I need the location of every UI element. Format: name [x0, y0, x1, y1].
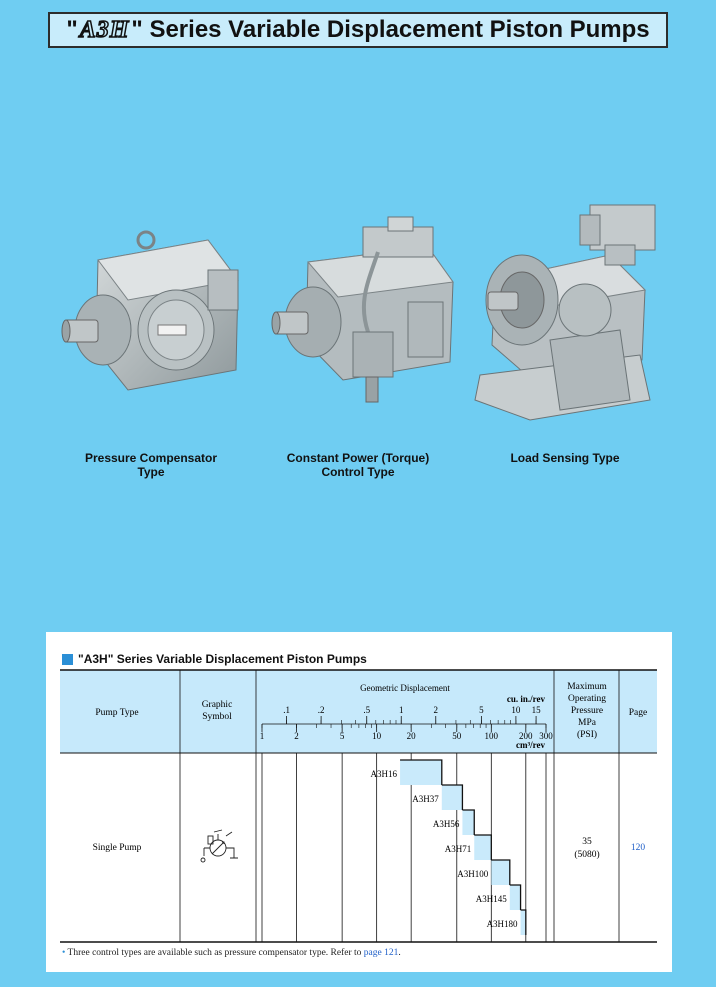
row-pump-type: Single Pump [93, 843, 142, 853]
caption-line: Pressure Compensator Type [84, 451, 218, 479]
header-graphic-symbol-1: Graphic [202, 700, 233, 710]
model-bar-edge [474, 834, 492, 860]
scale-bottom-tick-label: 300 [539, 731, 553, 741]
table-title-text: "A3H" Series Variable Displacement Pisto… [78, 652, 367, 666]
header-geometric-displacement: Geometric Displacement [360, 683, 450, 693]
scale-top-unit: cu. in./rev [507, 694, 546, 704]
model-bar-a3h16 [400, 760, 442, 785]
model-bar-edge [520, 909, 527, 935]
spec-table: Pump Type Graphic Symbol Geometric Displ… [60, 669, 657, 943]
page-title-text: Series Variable Displacement Piston Pump… [149, 16, 650, 43]
caption-line: Control Type [321, 465, 395, 479]
scale-top-tick-label: .1 [283, 705, 290, 715]
caption-pressure-compensator: Pressure Compensator Type [70, 451, 232, 479]
displacement-scale: 1 2 5 10 20 50 100 200 300 .1 .2 .5 1 2 5 10 15 [260, 705, 554, 741]
scale-top-tick-label: 1 [399, 705, 404, 715]
footnote-end: . [398, 948, 401, 958]
load-sensing-pump-image [474, 204, 656, 421]
model-bar-edge [491, 859, 511, 885]
row-pressure-mpa: 35 [582, 837, 592, 847]
model-bar-a3h56 [462, 810, 475, 835]
scale-bottom-tick-label: 10 [372, 731, 382, 741]
header-page: Page [629, 708, 647, 718]
scale-top-tick-label: 15 [532, 705, 542, 715]
caption-load-sensing: Load Sensing Type [500, 451, 630, 465]
model-label: A3H71 [445, 844, 472, 854]
header-max-pressure-1: Maximum [567, 682, 607, 692]
caption-constant-power: Constant Power (Torque) Control Type [278, 451, 438, 479]
scale-top-tick-label: .5 [363, 705, 370, 715]
model-label: A3H145 [476, 894, 507, 904]
scale-top-tick-label: 2 [434, 705, 439, 715]
scale-bottom-tick-label: 2 [294, 731, 299, 741]
scale-bottom-unit: cm³/rev [516, 740, 546, 750]
header-max-pressure-3: Pressure [571, 706, 603, 716]
constant-power-pump-image [271, 216, 454, 403]
model-bar-a3h71 [474, 835, 492, 860]
table-header-bg [60, 670, 657, 753]
row-page-link[interactable]: 120 [631, 843, 646, 853]
model-label: A3H180 [487, 919, 518, 929]
model-bar-edge [462, 809, 475, 835]
scale-top-tick-label: .2 [318, 705, 325, 715]
model-label: A3H37 [412, 794, 439, 804]
caption-line: Load Sensing Type [510, 451, 620, 465]
model-bar-edge [509, 884, 522, 910]
scale-bottom-tick-label: 50 [452, 731, 462, 741]
scale-bottom-tick-label: 5 [340, 731, 345, 741]
pressure-compensator-pump-image [61, 230, 239, 391]
header-pump-type: Pump Type [95, 708, 138, 718]
scale-bottom-tick-label: 100 [485, 731, 499, 741]
model-label: A3H56 [433, 819, 460, 829]
model-bar-a3h145 [509, 885, 521, 910]
spec-table-panel: "A3H" Series Variable Displacement Pisto… [46, 632, 672, 972]
model-bar-a3h37 [441, 785, 463, 810]
bullet-icon: • [62, 948, 66, 958]
scale-bottom-tick-label: 200 [519, 731, 533, 741]
page-title: "A3H" Series Variable Displacement Pisto… [48, 12, 668, 48]
page-121-link[interactable]: page 121 [363, 948, 399, 958]
model-label: A3H16 [371, 769, 398, 779]
model-bar-edge [400, 759, 443, 785]
model-label: A3H100 [457, 869, 488, 879]
header-graphic-symbol-2: Symbol [202, 712, 232, 722]
header-max-pressure-5: (PSI) [577, 729, 597, 740]
footnote-text: Three control types are available such a… [67, 948, 362, 958]
header-max-pressure-4: MPa [578, 718, 597, 728]
scale-bottom-tick-label: 1 [260, 731, 265, 741]
scale-top-tick-label: 5 [479, 705, 484, 715]
model-bar-a3h100 [491, 860, 510, 885]
caption-line: Constant Power (Torque) [286, 451, 430, 465]
footnote: • Three control types are available such… [62, 948, 401, 958]
section-marker-icon [62, 653, 73, 665]
row-pressure-psi: (5080) [574, 849, 599, 860]
header-max-pressure-2: Operating [568, 694, 606, 704]
scale-top-tick-label: 10 [511, 705, 521, 715]
pump-graphic-symbol-icon [200, 829, 238, 863]
a3h-logo: A3H [79, 16, 130, 44]
model-bar-a3h180 [520, 910, 526, 935]
model-bar-edge [441, 784, 464, 810]
table-section-title: "A3H" Series Variable Displacement Pisto… [62, 652, 367, 666]
scale-bottom-tick-label: 20 [407, 731, 417, 741]
